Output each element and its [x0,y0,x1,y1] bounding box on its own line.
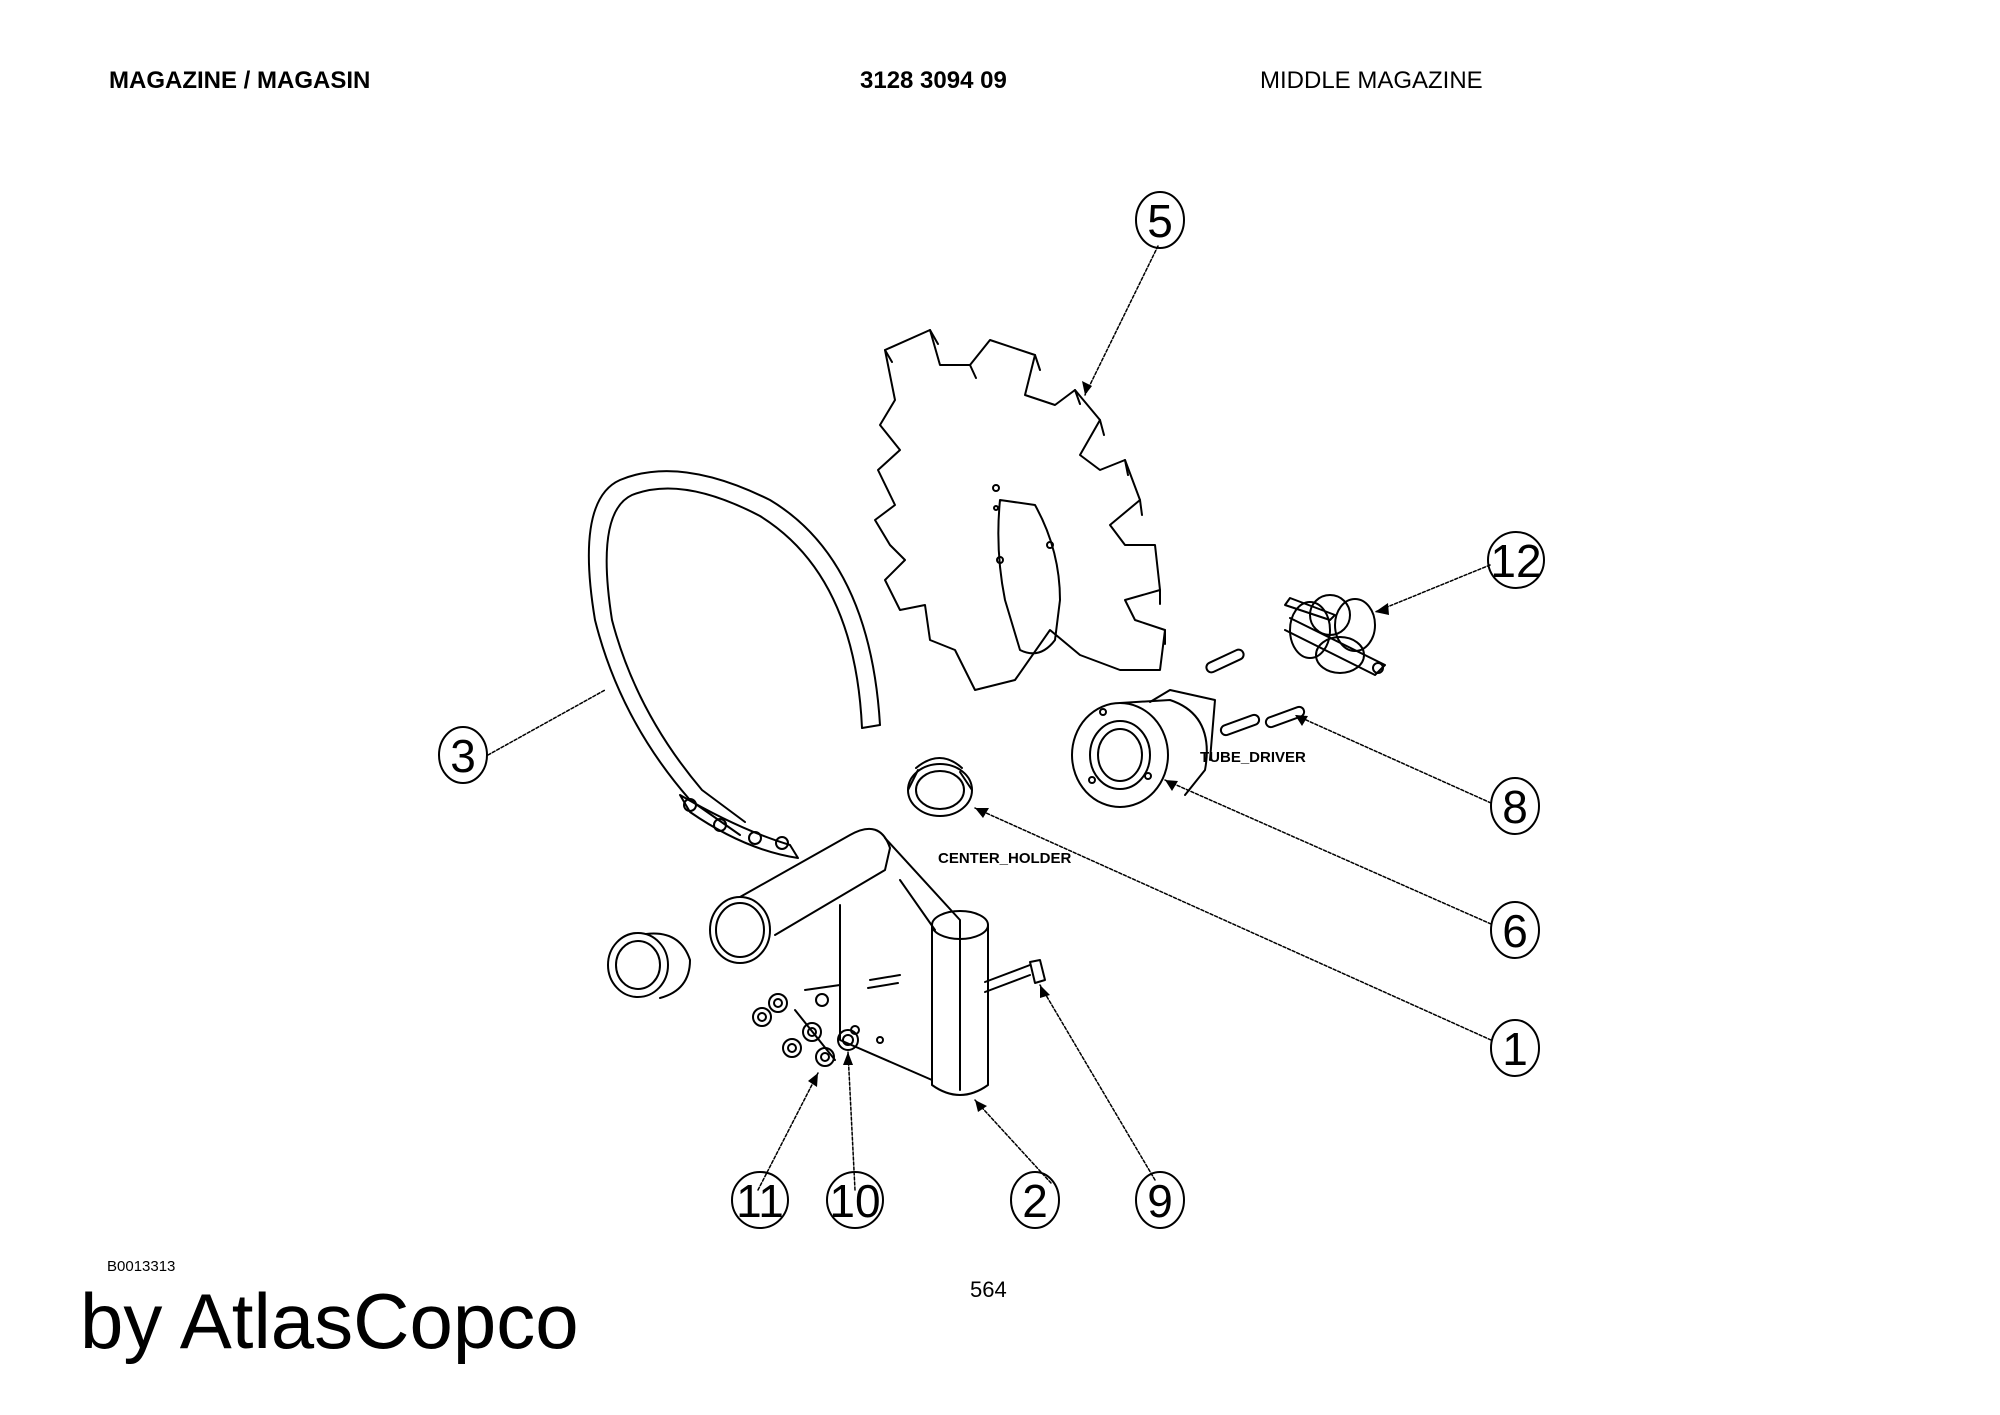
tube-driver [1071,689,1216,808]
tube-driver-label: TUBE_DRIVER [1200,749,1306,766]
document-id: B0013313 [107,1258,176,1275]
pins [1205,648,1306,737]
callout-2: 2 [1010,1171,1060,1229]
leader-lines [487,245,1492,1191]
callout-10: 10 [826,1171,884,1229]
callout-12-label: 12 [1490,535,1541,587]
callout-10-label: 10 [829,1175,880,1227]
callout-6-label: 6 [1502,905,1528,957]
callout-11: 11 [731,1171,789,1229]
bolt [984,959,1046,993]
section-title: MAGAZINE / MAGASIN [109,67,371,94]
washers-and-nuts [752,993,859,1067]
guide-rail [587,470,881,859]
center-holder-label: CENTER_HOLDER [938,850,1072,867]
brand-watermark: by AtlasCopco [80,1277,579,1365]
bracket-assembly [709,827,989,1096]
callout-3-label: 3 [450,730,476,782]
part-number: 3128 3094 09 [860,67,1007,94]
leader-arrowheads [808,381,1389,1112]
callout-5: 5 [1135,191,1185,249]
callout-9: 9 [1135,1171,1185,1229]
callout-6: 6 [1490,901,1540,959]
callout-2-label: 2 [1022,1175,1048,1227]
callout-8: 8 [1490,777,1540,835]
part-description: MIDDLE MAGAZINE [1260,67,1483,94]
callout-11-label: 11 [736,1175,784,1227]
callout-1: 1 [1490,1019,1540,1077]
page-number: 564 [970,1277,1007,1302]
callout-12: 12 [1487,531,1545,589]
callout-9-label: 9 [1147,1175,1173,1227]
center-holder-bushing [607,757,973,999]
sprocket-wheel [874,329,1166,691]
callout-3: 3 [438,726,488,784]
callout-8-label: 8 [1502,781,1528,833]
clamp [1284,594,1386,676]
callout-1-label: 1 [1502,1023,1528,1075]
callout-5-label: 5 [1147,195,1173,247]
